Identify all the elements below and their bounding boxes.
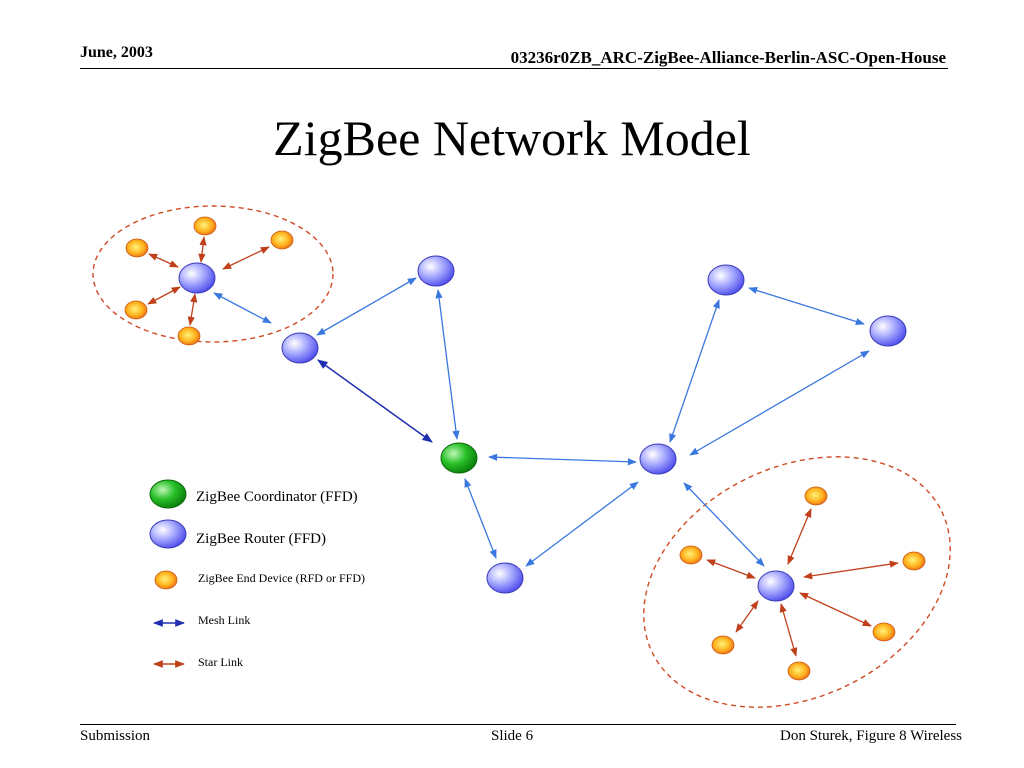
- footer-rule: [80, 724, 956, 725]
- mesh-link: [316, 277, 417, 336]
- router-node: [417, 255, 455, 287]
- mesh-link: [464, 478, 497, 559]
- star-link: [787, 508, 812, 565]
- mesh-link: [488, 453, 637, 466]
- legend-router-icon: [149, 519, 187, 549]
- mesh-link: [748, 286, 865, 326]
- slide-title: ZigBee Network Model: [273, 110, 751, 166]
- footer-slide-number: Slide 6: [491, 728, 534, 744]
- router-node: [757, 570, 795, 602]
- star-link: [799, 592, 872, 627]
- end-device-node: [193, 216, 217, 236]
- end-device-node: [902, 551, 926, 571]
- legend-coordinator-icon: [149, 479, 187, 509]
- star-link: [222, 246, 270, 270]
- legend: ZigBee Coordinator (FFD) ZigBee Router (…: [149, 479, 365, 669]
- legend-coordinator-label: ZigBee Coordinator (FFD): [196, 489, 358, 505]
- legend-end-device-label: ZigBee End Device (RFD or FFD): [198, 571, 365, 585]
- mesh-link: [683, 482, 765, 567]
- star-cluster-outline-bottom-right: [643, 456, 951, 708]
- end-device-node: [679, 545, 703, 565]
- star-link: [148, 253, 179, 268]
- header-document-id: 03236r0ZB_ARC-ZigBee-Alliance-Berlin-ASC…: [510, 48, 946, 67]
- end-device-node: [124, 300, 148, 320]
- star-link: [187, 293, 198, 326]
- star-link: [147, 286, 181, 305]
- mesh-link: [525, 481, 639, 567]
- legend-end-device-icon: [154, 570, 178, 590]
- router-node: [707, 264, 745, 296]
- star-link: [803, 560, 899, 580]
- legend-star-link-label: Star Link: [198, 655, 243, 669]
- footer-submission: Submission: [80, 728, 151, 744]
- end-device-node: [270, 230, 294, 250]
- router-node: [869, 315, 907, 347]
- router-node: [281, 332, 319, 364]
- end-device-node: [177, 326, 201, 346]
- router-node: [486, 562, 524, 594]
- mesh-link: [689, 350, 870, 456]
- star-link: [706, 559, 756, 579]
- legend-mesh-link-label: Mesh Link: [198, 613, 250, 627]
- star-cluster-outline-top-left: [92, 205, 334, 343]
- end-device-node: [787, 661, 811, 681]
- end-device-node: [872, 622, 896, 642]
- mesh-link: [317, 359, 433, 443]
- star-link: [198, 236, 207, 263]
- mesh-link: [669, 299, 720, 443]
- end-device-node: [125, 238, 149, 258]
- header-date: June, 2003: [80, 44, 153, 61]
- router-node: [639, 443, 677, 475]
- end-device-node: [804, 486, 828, 506]
- end-device-node: [711, 635, 735, 655]
- legend-router-label: ZigBee Router (FFD): [196, 531, 326, 547]
- header-rule: [80, 68, 948, 69]
- mesh-link: [213, 292, 272, 324]
- star-link: [779, 603, 798, 657]
- footer-author: Don Sturek, Figure 8 Wireless: [779, 728, 962, 744]
- mesh-link: [435, 289, 460, 440]
- coordinator-node: [440, 442, 478, 474]
- star-link: [735, 600, 759, 633]
- router-node: [178, 262, 216, 294]
